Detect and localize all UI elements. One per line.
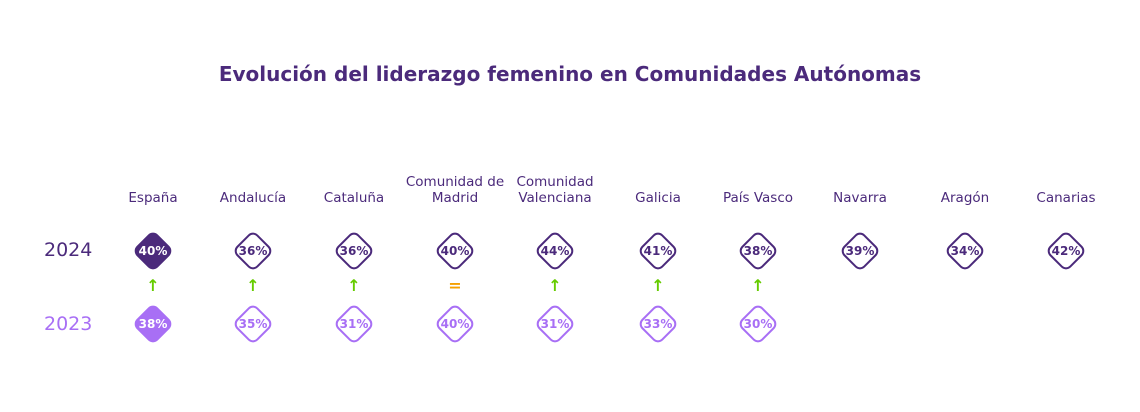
region-name: Aragón [940,190,990,206]
region-name: Andalucía [219,190,287,206]
region-name: Canarias [1036,190,1096,206]
arrow-up-icon: ↑ [651,276,665,295]
value-2023: 30% [743,317,773,331]
region-label: España [98,146,208,206]
row-label-2023: 2023 [44,313,93,335]
value-2023: 31% [540,317,570,331]
value-2024: 40% [440,244,470,258]
chart-title: Evolución del liderazgo femenino en Comu… [218,62,922,86]
value-2024: 36% [339,244,369,258]
region-name: País Vasco [722,190,794,206]
value-2024: 44% [540,244,570,258]
region-name: Navarra [833,190,887,206]
value-2024: 39% [845,244,875,258]
value-2023: 35% [238,317,268,331]
value-2023: 40% [440,317,470,331]
region-label: País Vasco [703,146,813,206]
value-2023: 38% [138,317,168,331]
region-label: Navarra [805,146,915,206]
region-name: España [128,190,178,206]
region-label: Cataluña [299,146,409,206]
region-label: Comunidad Valenciana [500,146,610,206]
value-2024: 34% [950,244,980,258]
value-2023: 31% [339,317,369,331]
region-label: Aragón [910,146,1020,206]
equal-icon: = [448,276,462,295]
region-name: Comunidad de Madrid [405,174,505,206]
region-label: Andalucía [198,146,308,206]
region-name: Galicia [635,190,681,206]
value-2024: 40% [138,244,168,258]
row-label-2024: 2024 [44,239,93,261]
region-label: Canarias [1011,146,1121,206]
arrow-up-icon: ↑ [347,276,361,295]
value-2024: 38% [743,244,773,258]
arrow-up-icon: ↑ [246,276,260,295]
arrow-up-icon: ↑ [751,276,765,295]
region-name: Comunidad Valenciana [516,174,594,206]
value-2024: 42% [1051,244,1081,258]
arrow-up-icon: ↑ [548,276,562,295]
value-2024: 41% [643,244,673,258]
value-2023: 33% [643,317,673,331]
region-name: Cataluña [323,190,385,206]
region-label: Comunidad de Madrid [400,146,510,206]
region-label: Galicia [603,146,713,206]
arrow-up-icon: ↑ [146,276,160,295]
value-2024: 36% [238,244,268,258]
